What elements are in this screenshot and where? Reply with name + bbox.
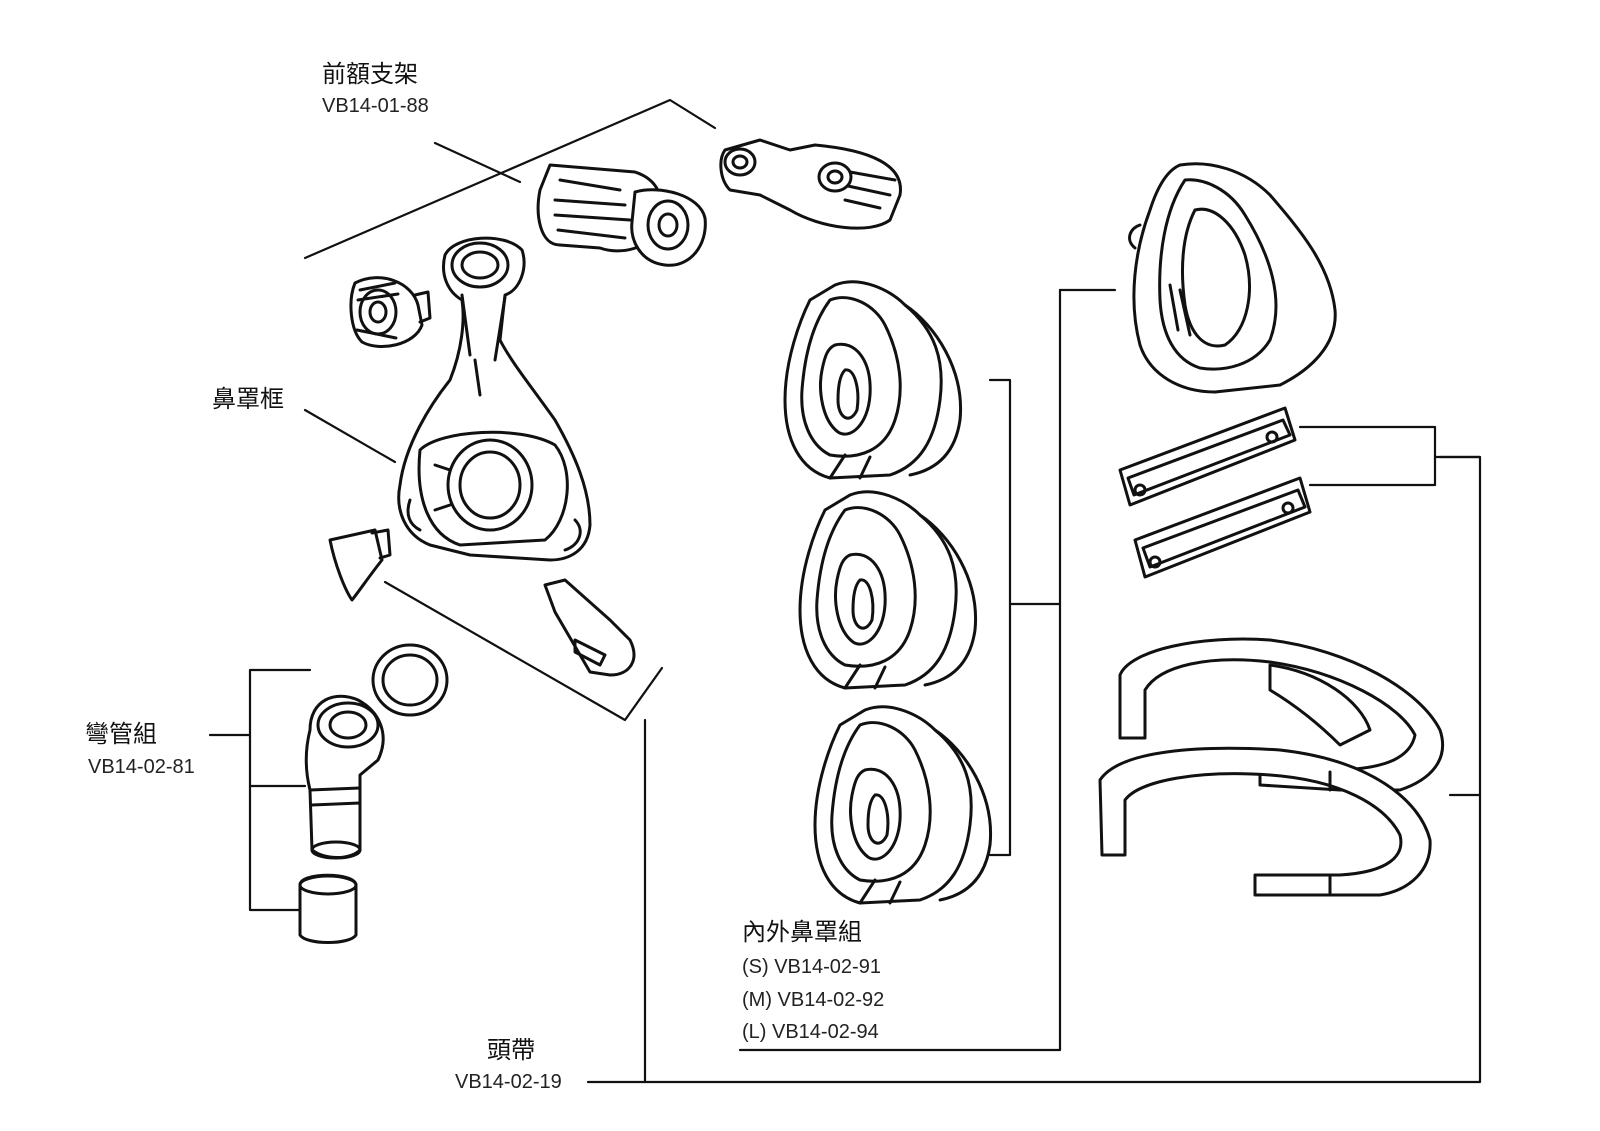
headgear-strap [1098, 637, 1445, 897]
o-ring [371, 643, 449, 717]
leader-cushion-bracket [988, 378, 1012, 857]
leader-clips [1298, 425, 1437, 487]
elbow-assembly [298, 643, 449, 944]
leader-swivel [383, 580, 664, 722]
port-cap [328, 528, 384, 602]
headgear-clips [1118, 406, 1312, 579]
cushion-size-l: (L) VB14-02-94 [742, 1021, 879, 1043]
forehead-pad [719, 138, 902, 230]
forehead-knob [349, 276, 432, 348]
mask-frame-name: 鼻罩框 [212, 385, 284, 413]
leader-lines [208, 98, 1482, 1084]
swivel-cuff [298, 873, 358, 944]
headgear-name: 頭帶 [487, 1036, 535, 1064]
leader-forehead [303, 98, 717, 260]
headgear-code: VB14-02-19 [455, 1071, 562, 1093]
strap-clip [543, 578, 636, 677]
leader-forehead-label [433, 141, 522, 184]
outer-mask [1128, 162, 1337, 394]
cushion-medium [798, 490, 978, 690]
cushion-size-s: (S) VB14-02-91 [742, 956, 881, 978]
leader-cushion [738, 288, 1062, 1052]
cushion-size-m: (M) VB14-02-92 [742, 989, 885, 1011]
mask-frame [397, 236, 592, 562]
elbow-assembly-name: 彎管組 [85, 720, 157, 748]
cushion-large [813, 705, 993, 905]
forehead-support [349, 138, 902, 348]
elbow-assembly-code: VB14-02-81 [88, 756, 195, 778]
forehead-support-code: VB14-01-88 [322, 95, 429, 117]
elbow [304, 694, 385, 859]
forehead-support-name: 前額支架 [322, 60, 418, 88]
forehead-pivot [536, 163, 707, 267]
leader-elbow-bracket [248, 668, 312, 912]
swivel-parts [328, 528, 636, 677]
leader-frame [303, 408, 397, 464]
cushion-set-name: 內外鼻罩組 [742, 918, 862, 946]
cushion-small [783, 280, 963, 480]
